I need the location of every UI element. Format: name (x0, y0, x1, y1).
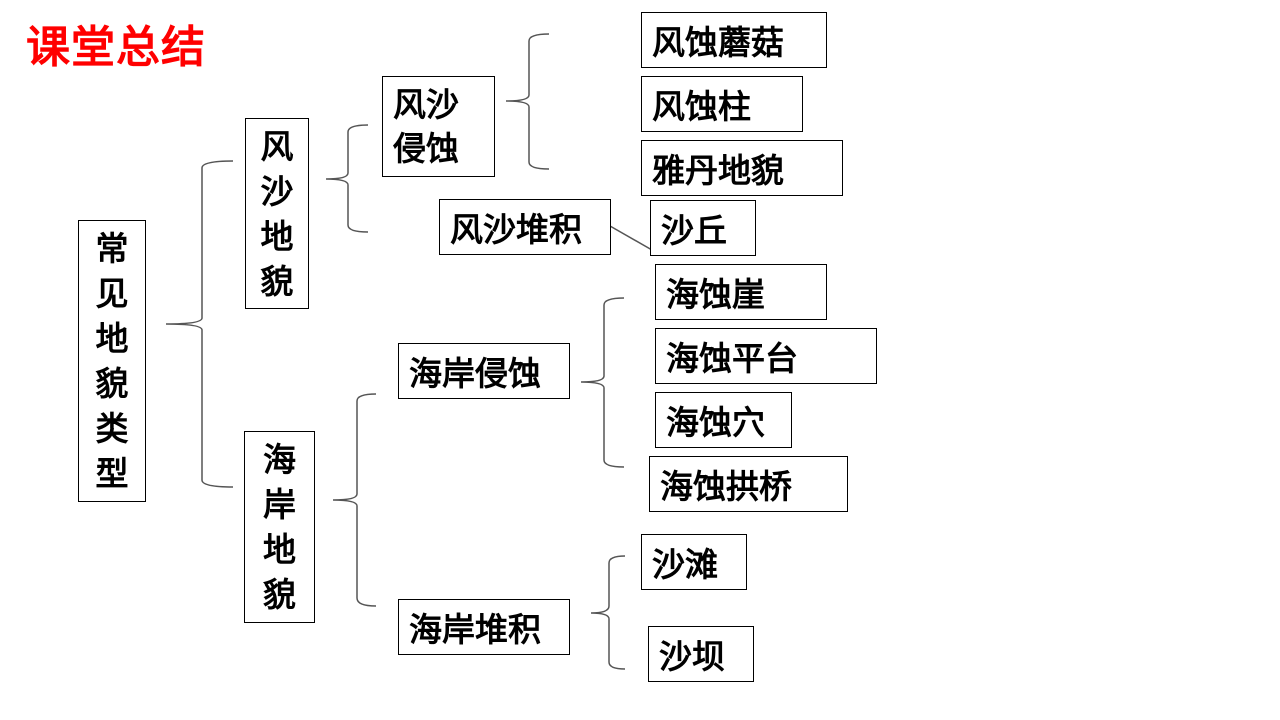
node-char: 地 (263, 530, 296, 569)
leaf-wind-pillar: 风蚀柱 (641, 76, 803, 132)
root-char: 常 (95, 229, 129, 268)
node-char: 岸 (263, 485, 296, 524)
wind-erosion-node: 风沙 侵蚀 (382, 76, 495, 177)
node-char: 貌 (263, 575, 296, 614)
root-char: 型 (95, 454, 129, 493)
leaf-sandbar: 沙坝 (648, 626, 754, 682)
coast-deposit-brace (590, 555, 626, 670)
node-char: 风 (260, 126, 294, 166)
root-char: 貌 (95, 364, 129, 403)
leaf-yardang: 雅丹地貌 (641, 140, 843, 196)
root-node: 常 见 地 貌 类 型 (78, 220, 146, 502)
node-char: 海 (263, 440, 296, 479)
wind-deposit-node: 风沙堆积 (439, 199, 611, 255)
wind-erosion-brace (505, 33, 550, 170)
coast-erosion-brace (580, 297, 625, 468)
leaf-sand-dune: 沙丘 (650, 200, 756, 256)
page-title: 课堂总结 (26, 22, 206, 73)
root-char: 地 (95, 319, 129, 358)
leaf-wave-cut-platform: 海蚀平台 (655, 328, 877, 384)
coast-brace (332, 393, 377, 607)
wind-landform-node: 风 沙 地 貌 (245, 118, 309, 309)
leaf-wind-mushroom: 风蚀蘑菇 (641, 12, 827, 68)
coast-deposit-node: 海岸堆积 (398, 599, 570, 655)
root-char: 见 (95, 274, 129, 313)
leaf-beach: 沙滩 (641, 534, 747, 590)
coast-erosion-node: 海岸侵蚀 (398, 343, 570, 399)
node-char: 地 (260, 216, 294, 256)
coast-landform-node: 海 岸 地 貌 (244, 431, 315, 623)
node-char: 沙 (260, 171, 294, 211)
node-line: 风沙 (393, 84, 459, 124)
leaf-sea-cliff: 海蚀崖 (655, 264, 827, 320)
wind-brace (325, 124, 369, 233)
root-char: 类 (95, 409, 129, 448)
root-brace (165, 160, 234, 488)
wind-deposit-connector (609, 225, 653, 251)
leaf-sea-arch: 海蚀拱桥 (649, 456, 848, 512)
node-line: 侵蚀 (393, 128, 459, 168)
node-char: 貌 (260, 261, 294, 301)
leaf-sea-cave: 海蚀穴 (655, 392, 792, 448)
